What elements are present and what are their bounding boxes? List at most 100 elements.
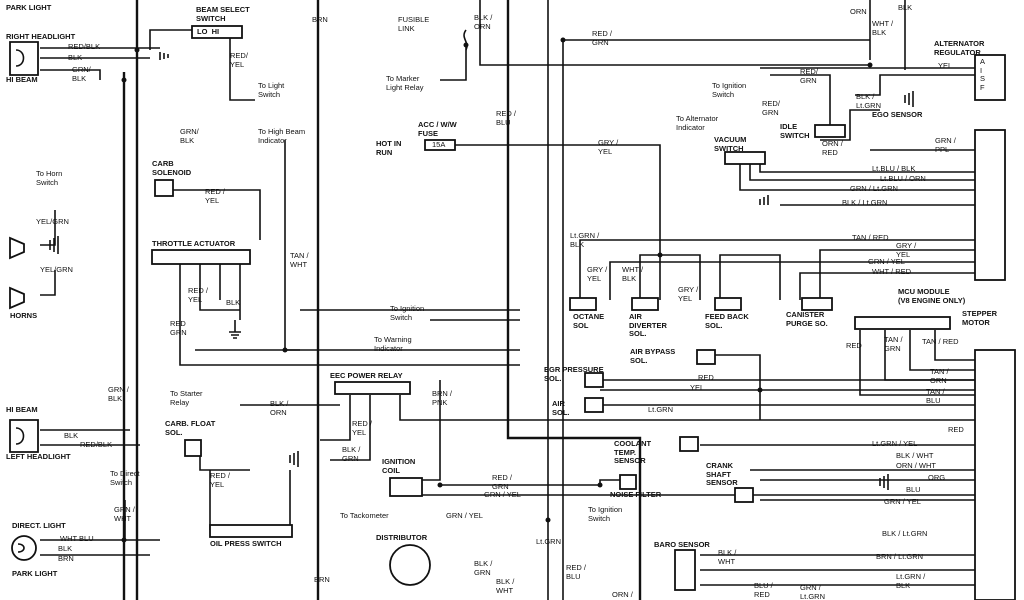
label-acc-fuse: ACC / W/W FUSE (418, 120, 457, 138)
label-red-grn-top: RED / GRN (592, 29, 613, 47)
label-wht-blk-top: WHT / BLK (872, 19, 894, 37)
label-octane-sol: OCTANE SOL (573, 312, 605, 330)
splice-dot (121, 537, 127, 543)
wire-solenoid-5 (799, 272, 975, 300)
label-blk-wht: BLK / WHT (896, 451, 934, 460)
splice-dot (282, 347, 288, 353)
label-brn-ltgrn: BRN / Lt.GRN (876, 552, 924, 561)
label-park-light-bottom: PARK LIGHT (12, 569, 58, 578)
ground-symbol-1 (159, 52, 169, 60)
wire-carb-sol (170, 189, 261, 240)
label-hi-beam-top: HI BEAM (6, 75, 38, 84)
ground-symbol-6 (879, 474, 889, 490)
wire-eec-1 (320, 395, 371, 461)
wire-baro (700, 554, 975, 586)
label-yel-grn-1: YEL/GRN (36, 217, 69, 226)
label-yel-1: YEL (938, 61, 953, 70)
label-red-yel-5: RED / YEL (210, 471, 231, 489)
wire-horn (40, 210, 56, 296)
ground-symbol-2 (229, 320, 241, 339)
vacuum-switch-box (724, 151, 766, 165)
wire-left-hl (40, 429, 140, 446)
label-red-blk-2: RED/BLK (80, 440, 113, 449)
wire-solenoid-4 (719, 254, 781, 300)
label-egr-pressure: EGR PRESSURE SOL. (544, 365, 604, 383)
wire-beam-select (229, 30, 255, 101)
wire-red-grn-3 (770, 74, 831, 130)
label-park-light-top: PARK LIGHT (6, 3, 52, 12)
label-vacuum-switch: VACUUM SWITCH (714, 135, 747, 153)
coolant-box (679, 436, 699, 452)
splice-dot (657, 252, 663, 258)
label-noise-filter: NOISE FILTER (610, 490, 662, 499)
wire-brn-pnk (420, 380, 441, 481)
label-throttle-actuator: THROTTLE ACTUATOR (152, 239, 236, 248)
label-beam-select-switch: BEAM SELECT SWITCH (196, 5, 250, 23)
carb-float-box (184, 439, 202, 457)
label-to-ignition-2: To Ignition Switch (712, 81, 747, 99)
label-brn-pnk: BRN / PNK (432, 389, 453, 407)
label-coolant-temp: COOLANT TEMP. SENSOR (614, 439, 652, 465)
label-blk-top: BLK (898, 3, 913, 12)
label-red-grn-3: RED/ GRN (800, 67, 818, 85)
label-mcu-module: MCU MODULE (V8 ENGINE ONLY) (898, 287, 966, 305)
baro-sensor-box (674, 549, 696, 591)
alternator-regulator-box (974, 54, 1006, 101)
label-gry-yel-1: GRY / YEL (598, 138, 619, 156)
splice-dot (867, 62, 873, 68)
label-yel-grn-2: YEL/GRN (40, 265, 73, 274)
wire-fusible-bend (463, 29, 468, 51)
label-red-yel-3: RED / YEL (188, 286, 209, 304)
distributor-symbol (389, 544, 431, 586)
wire-mcu (859, 330, 975, 396)
oil-press-switch-box (209, 524, 293, 538)
label-red-yel-4: RED / YEL (352, 419, 373, 437)
splice-dot (121, 77, 127, 83)
label-blk-grn-1: BLK / GRN (342, 445, 361, 463)
label-carb-float: CARB. FLOAT SOL. (165, 419, 216, 437)
label-brn-top: BRN (312, 15, 328, 24)
label-to-direct: To Direct Switch (110, 469, 140, 487)
eec-relay-box (334, 381, 411, 395)
beam-select-switch (191, 25, 243, 39)
label-to-tacho: To Tackometer (340, 511, 389, 520)
wire-tan-wht (284, 140, 300, 351)
label-lo-hi: LO HI (197, 27, 220, 36)
wire-direct (40, 500, 160, 556)
splice-dot (757, 387, 763, 393)
label-ltgrn-1: Lt.GRN (648, 405, 674, 414)
label-to-marker: To Marker Light Relay (386, 74, 424, 92)
air-bypass-box (696, 349, 716, 365)
label-red-yel-2: RED / YEL (205, 187, 226, 205)
label-ltgrn-blk-2: Lt.GRN / BLK (896, 572, 926, 590)
ground-symbol-7 (49, 236, 59, 254)
wire-throttle (179, 262, 520, 366)
right-headlight-filament (15, 49, 25, 67)
splice-dot (545, 517, 551, 523)
label-grn-yel-4: GRN / YEL (446, 511, 483, 520)
label-carb-solenoid: CARB SOLENOID (152, 159, 192, 177)
label-to-light-switch: To Light Switch (258, 81, 285, 99)
label-blk-wht-2: BLK / WHT (496, 577, 515, 595)
label-red-blu-2: RED / BLU (566, 563, 587, 581)
label-blk-2: BLK (226, 298, 241, 307)
label-grn-blk-2: GRN/ BLK (180, 127, 199, 145)
label-blk-orn-2: BLK / ORN (270, 399, 289, 417)
label-blk-ltgrn-1: BLK / Lt.GRN (856, 92, 882, 110)
label-to-high-beam: To High Beam Indicator (258, 127, 306, 145)
label-red-3: RED (846, 341, 862, 350)
canister-box (801, 297, 833, 311)
label-ltgrn-2: Lt.GRN (536, 537, 562, 546)
horn-2-symbol (9, 286, 25, 310)
label-fusible-link: FUSIBLE LINK (398, 15, 430, 33)
label-grn-yel-2: GRN / YEL (884, 497, 921, 506)
wire-oil-press (209, 470, 291, 530)
crank-box (734, 487, 754, 503)
wire-solenoid-1 (579, 239, 975, 300)
ground-symbol-5 (289, 451, 299, 467)
label-grn-ltgrn: GRN / Lt.GRN (850, 184, 898, 193)
ground-symbol-4 (904, 91, 914, 107)
label-tan-orn: TAN / ORN (930, 367, 949, 385)
label-ltblu-blk: Lt.BLU / BLK (872, 164, 916, 173)
splice-dot (134, 47, 140, 53)
